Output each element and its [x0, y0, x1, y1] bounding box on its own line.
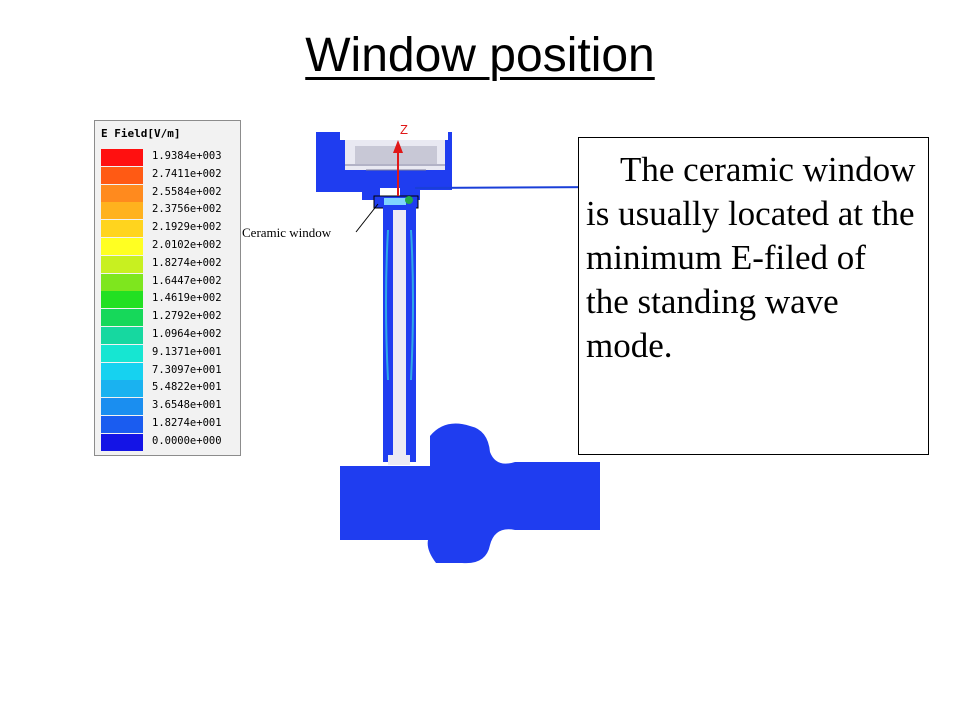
legend-value: 9.1371e+001 — [152, 345, 222, 358]
z-axis-arrowhead — [393, 140, 403, 153]
legend-title: E Field[V/m] — [101, 127, 181, 140]
legend-value: 2.0102e+002 — [152, 239, 222, 251]
callout-text: The ceramic window is usually located at… — [586, 150, 916, 365]
legend-value: 1.4619e+002 — [152, 292, 222, 305]
legend-swatch — [101, 344, 143, 362]
legend-swatch — [101, 166, 143, 184]
coax-inner-conductor — [393, 210, 406, 462]
legend-value: 1.8274e+002 — [152, 256, 222, 269]
legend-row: 2.7411e+002 — [95, 166, 242, 184]
legend-row: 9.1371e+001 — [95, 344, 242, 362]
legend-value: 3.6548e+001 — [152, 399, 222, 412]
legend-swatch — [101, 273, 143, 291]
legend-row: 3.6548e+001 — [95, 398, 242, 416]
legend-swatch — [101, 184, 143, 202]
legend-swatch — [101, 291, 143, 309]
legend-row: 1.0964e+002 — [95, 327, 242, 344]
legend-swatch — [101, 362, 143, 380]
legend-value: 1.8274e+001 — [152, 417, 222, 429]
legend-row: 2.5584e+002 — [95, 184, 242, 202]
legend-swatch — [101, 380, 143, 398]
callout-box — [578, 137, 929, 455]
legend-swatch — [101, 327, 143, 344]
legend-row: 1.8274e+002 — [95, 255, 242, 273]
window-label-pointer — [355, 203, 379, 233]
ceramic-window-label: Ceramic window — [242, 225, 332, 240]
legend-row: 1.6447e+002 — [95, 273, 242, 291]
legend-value: 1.9384e+003 — [152, 150, 222, 162]
legend-row: 2.0102e+002 — [95, 238, 242, 255]
legend-row: 0.0000e+000 — [95, 433, 242, 451]
legend-row: 1.2792e+002 — [95, 309, 242, 327]
legend-value: 2.1929e+002 — [152, 221, 222, 234]
efield-legend: E Field[V/m] 1.9384e+003 2.7411e+002 2.558… — [94, 120, 241, 456]
legend-swatch — [101, 433, 143, 451]
slide-title: Window position — [0, 28, 960, 83]
legend-value: 5.4822e+001 — [152, 381, 222, 394]
legend-row: 2.1929e+002 — [95, 220, 242, 238]
legend-swatch — [101, 238, 143, 255]
legend-value: 1.6447e+002 — [152, 274, 222, 287]
legend-swatch — [101, 398, 143, 416]
legend-value: 2.7411e+002 — [152, 167, 222, 180]
window-marker — [405, 196, 413, 204]
waveguide-body — [340, 423, 600, 564]
legend-value: 1.2792e+002 — [152, 310, 222, 323]
legend-value: 0.0000e+000 — [152, 434, 222, 447]
legend-value: 2.5584e+002 — [152, 185, 222, 198]
legend-row: 1.9384e+003 — [95, 149, 242, 166]
legend-value: 7.3097e+001 — [152, 363, 222, 376]
z-axis-label: Z — [400, 122, 408, 137]
flange-inner-plate — [355, 146, 437, 164]
legend-swatch — [101, 416, 143, 433]
legend-swatch — [101, 309, 143, 327]
legend-swatch — [101, 149, 143, 166]
legend-row: 5.4822e+001 — [95, 380, 242, 398]
legend-value: 2.3756e+002 — [152, 203, 222, 216]
legend-swatch — [101, 255, 143, 273]
legend-row: 1.8274e+001 — [95, 416, 242, 433]
legend-swatch — [101, 220, 143, 238]
slide-title-text: Window position — [305, 29, 655, 82]
legend-swatch — [101, 202, 143, 220]
legend-row: 2.3756e+002 — [95, 202, 242, 220]
legend-row: 1.4619e+002 — [95, 291, 242, 309]
legend-value: 1.0964e+002 — [152, 328, 222, 340]
legend-row: 7.3097e+001 — [95, 362, 242, 380]
